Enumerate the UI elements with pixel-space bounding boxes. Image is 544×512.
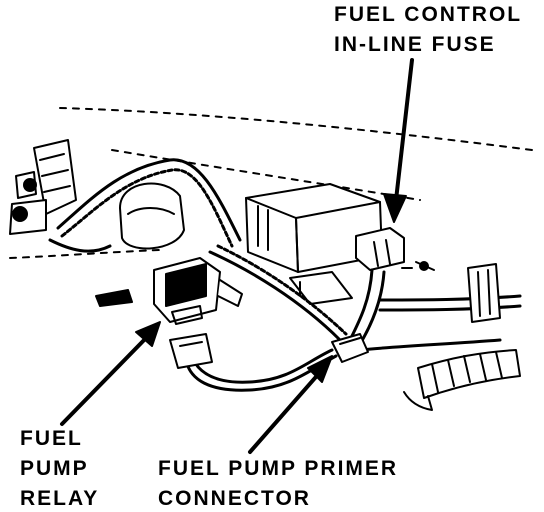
corrugated-conduit — [403, 349, 521, 411]
relay-callout-arrow — [60, 321, 161, 426]
primer-callout-arrow — [248, 355, 333, 454]
right-wire-harness — [348, 268, 522, 352]
label-line: CONNECTOR — [158, 487, 311, 510]
label-line: FUEL PUMP PRIMER — [158, 457, 399, 480]
label-line: RELAY — [20, 487, 100, 510]
relay-socket — [169, 333, 213, 369]
label-line: IN-LINE FUSE — [334, 33, 496, 56]
label-line: FUEL — [20, 427, 83, 450]
right-connector-block — [467, 263, 501, 323]
label-line: PUMP — [20, 457, 89, 480]
firewall-edge-lines — [9, 107, 533, 259]
label-line: FUEL CONTROL — [334, 3, 523, 26]
control-module-box — [245, 183, 383, 305]
callout-arrows — [60, 58, 414, 454]
label-fuel-pump-relay: FUEL PUMP RELAY — [20, 424, 99, 512]
fuse-callout-arrow — [383, 58, 414, 223]
fuel-pump-relay-body — [95, 257, 243, 325]
label-fuel-control-inline-fuse: FUEL CONTROL IN-LINE FUSE — [334, 0, 522, 60]
left-mount-bracket — [9, 139, 77, 235]
left-wire-harness — [48, 158, 242, 253]
inline-fuse-holder — [355, 227, 435, 271]
canister-housing — [119, 182, 185, 250]
primer-connector-body — [331, 333, 369, 363]
label-fuel-pump-primer-connector: FUEL PUMP PRIMER CONNECTOR — [158, 454, 398, 512]
